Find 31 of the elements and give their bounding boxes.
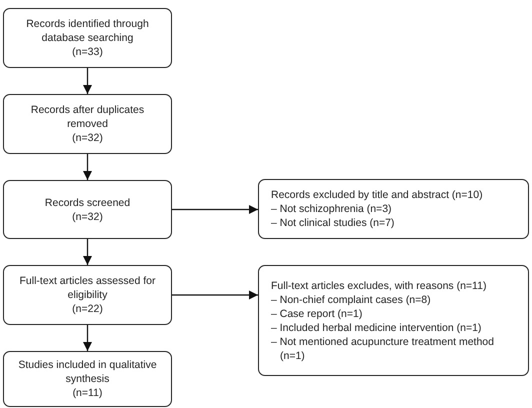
reason-item: – Included herbal medicine intervention (n=1) — [271, 320, 482, 334]
box-heading: Records screened — [44, 196, 130, 210]
box-heading: Records after duplicates removed — [30, 103, 146, 131]
arrow — [83, 68, 92, 94]
count-text: (n=32) — [72, 210, 103, 224]
reason-item: – Not mentioned acupuncture treatment method (n=1) — [271, 334, 495, 362]
arrow — [83, 325, 92, 351]
count-text: (n=33) — [72, 45, 103, 59]
arrow — [83, 239, 92, 265]
reason-item: – Case report (n=1) — [271, 306, 362, 320]
reason-item: – Not clinical studies (n=7) — [271, 216, 394, 230]
arrow — [172, 205, 258, 214]
box-heading: Full-text articles excludes, with reasons (n=11) — [271, 278, 486, 292]
process-box — [3, 351, 172, 407]
box-heading: Full-text articles assessed for eligibility — [18, 274, 156, 302]
box-heading: Records excluded by title and abstract (n=10) — [271, 188, 483, 202]
box-heading: Studies included in qualitative synthesis — [17, 358, 158, 386]
process-box — [3, 94, 172, 154]
arrow — [83, 154, 92, 180]
count-text: (n=22) — [72, 302, 103, 316]
reason-item: – Not schizophrenia (n=3) — [271, 202, 392, 216]
box-heading: Records identified through database searching — [25, 17, 150, 45]
process-box — [3, 8, 172, 68]
count-text: (n=11) — [72, 386, 102, 400]
process-box — [3, 265, 172, 325]
arrow — [172, 290, 258, 300]
count-text: (n=32) — [72, 131, 103, 145]
exclusion-box — [258, 265, 529, 376]
reason-item: – Non-chief complaint cases (n=8) — [271, 292, 431, 306]
process-box — [3, 180, 172, 239]
exclusion-box — [258, 179, 529, 239]
